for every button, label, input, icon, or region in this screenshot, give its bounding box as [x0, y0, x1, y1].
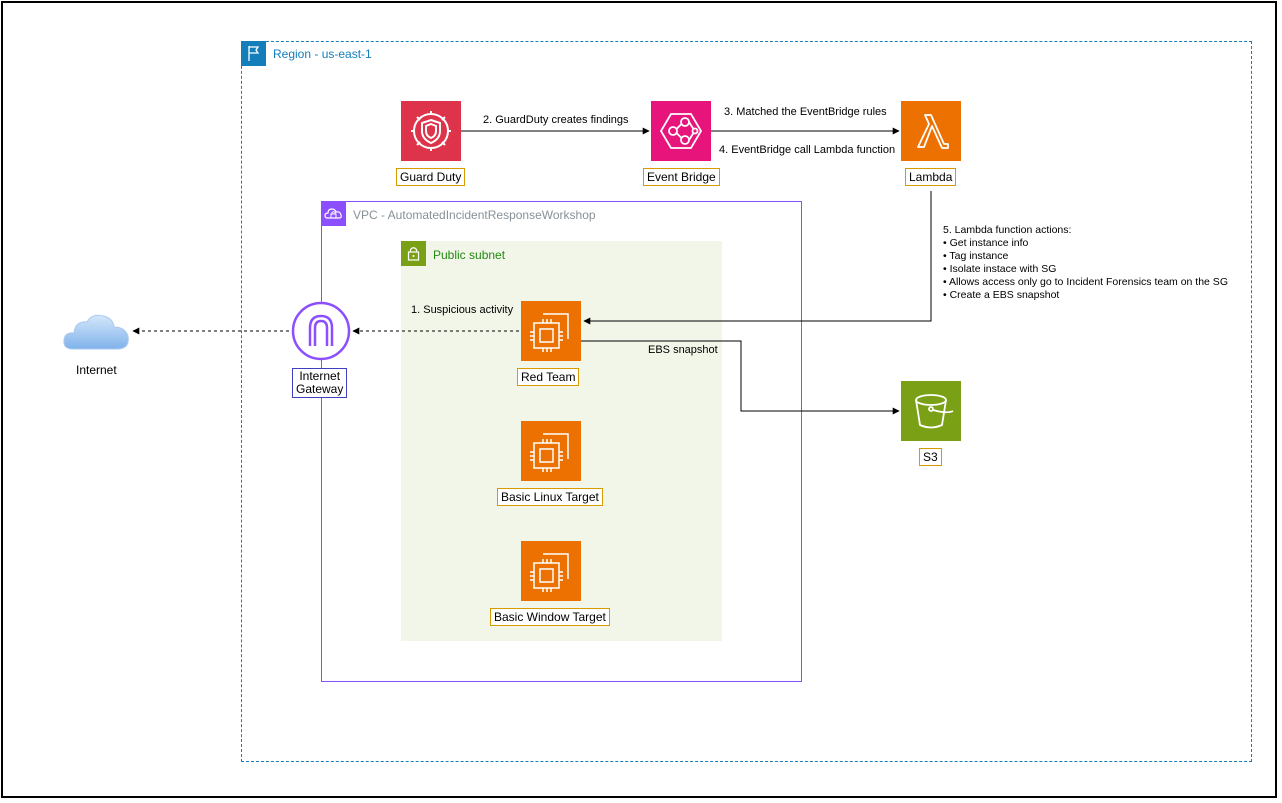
- window-target-label: Basic Window Target: [490, 608, 610, 626]
- region-label: Region - us-east-1: [273, 47, 372, 61]
- action-item: • Create a EBS snapshot: [943, 289, 1060, 301]
- action-item: • Tag instance: [943, 250, 1009, 262]
- internet-gateway-icon: [291, 301, 351, 361]
- step2-label: 2. GuardDuty creates findings: [483, 114, 629, 126]
- subnet-label: Public subnet: [433, 248, 506, 262]
- s3-label: S3: [919, 448, 942, 466]
- guardduty-label: Guard Duty: [396, 168, 466, 186]
- ec2-instance-icon: [521, 421, 581, 481]
- linux-target-label: Basic Linux Target: [497, 488, 603, 506]
- eventbridge-label: Event Bridge: [643, 168, 720, 186]
- flag-icon: [241, 41, 266, 66]
- lambda-actions-list: 5. Lambda function actions: • Get instan…: [943, 224, 1228, 302]
- step4-label: 4. EventBridge call Lambda function: [719, 144, 896, 156]
- action-item: • Get instance info: [943, 237, 1029, 249]
- action-item: • Isolate instace with SG: [943, 263, 1057, 275]
- ebs-snapshot-label: EBS snapshot: [648, 344, 718, 356]
- internet-label: Internet: [76, 363, 117, 377]
- vpc-label: VPC - AutomatedIncidentResponseWorkshop: [353, 208, 596, 222]
- s3-bucket-icon: [901, 381, 961, 441]
- eventbridge-icon: [651, 101, 711, 161]
- cloud-lock-icon: [321, 201, 346, 226]
- red-team-label: Red Team: [517, 368, 580, 386]
- region-container: [241, 41, 1252, 762]
- igw-label-line2: Gateway: [296, 382, 344, 396]
- lambda-label: Lambda: [905, 168, 957, 186]
- padlock-icon: [401, 241, 426, 266]
- ec2-instance-icon: [521, 301, 581, 361]
- cloud-icon: [61, 309, 131, 355]
- step1-label: 1. Suspicious activity: [411, 304, 514, 316]
- vpc-container: [321, 201, 802, 682]
- guardduty-shield-gear-icon: [401, 101, 461, 161]
- igw-label-line1: Internet: [299, 369, 341, 383]
- lambda-icon: [901, 101, 961, 161]
- ec2-instance-icon: [521, 541, 581, 601]
- actions-title: 5. Lambda function actions:: [943, 224, 1072, 236]
- action-item: • Allows access only go to Incident Fore…: [943, 276, 1228, 288]
- igw-label: Internet Gateway: [292, 368, 348, 398]
- arrow-lambda-to-red-team: [583, 191, 932, 325]
- step3-label: 3. Matched the EventBridge rules: [724, 106, 887, 118]
- arrow-red-team-to-s3: [581, 340, 900, 415]
